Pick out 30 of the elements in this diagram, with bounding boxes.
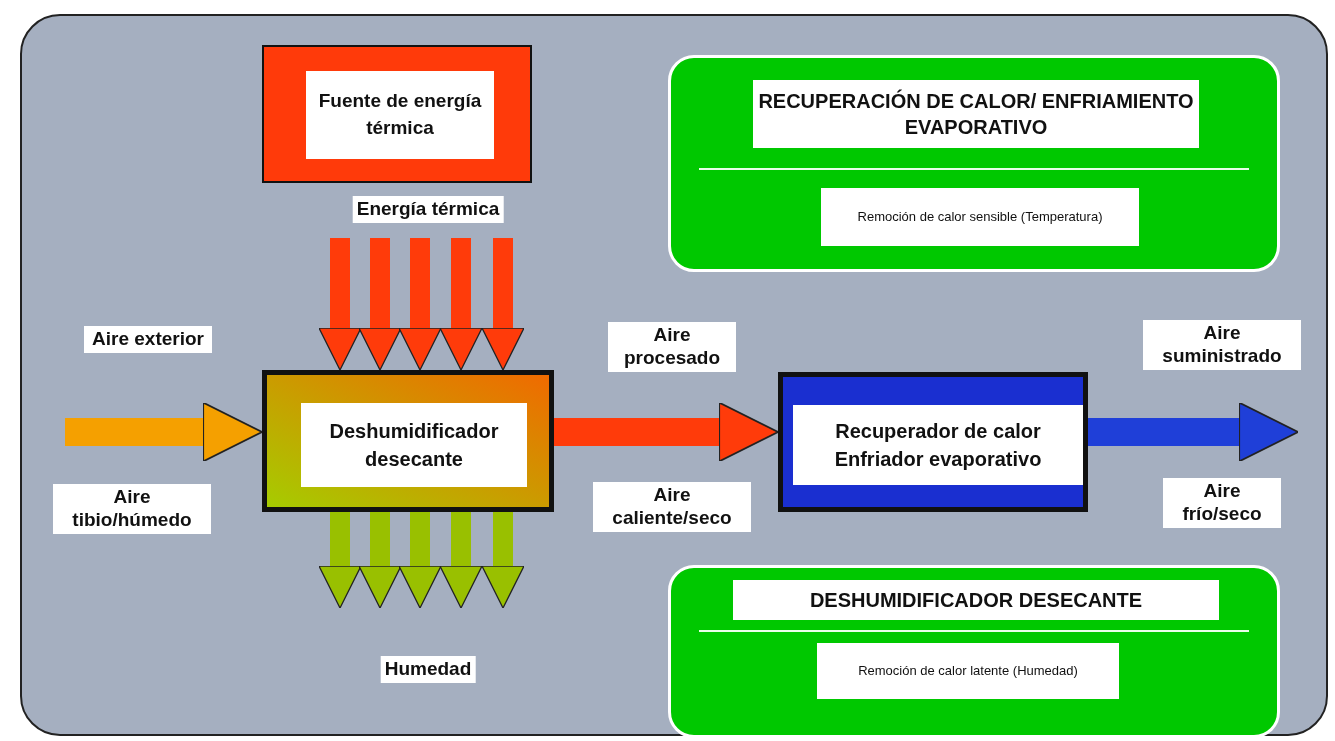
info-panel bbox=[668, 55, 1280, 272]
info-panel bbox=[668, 565, 1280, 738]
block-arrow bbox=[481, 238, 525, 371]
block-arrow bbox=[318, 238, 362, 371]
flow-label: Aire frío/seco bbox=[1163, 478, 1281, 528]
dehumidifier-box bbox=[262, 370, 554, 512]
heat-source-box bbox=[262, 45, 532, 183]
panel-description: Remoción de calor sensible (Temperatura) bbox=[821, 188, 1139, 246]
edge-label: Aire procesado bbox=[608, 322, 736, 372]
edge-label: Aire exterior bbox=[84, 326, 212, 353]
box-label: Recuperador de calor Enfriador evaporativo bbox=[793, 405, 1083, 485]
block-arrow bbox=[398, 238, 442, 371]
block-arrow bbox=[481, 512, 525, 609]
block-arrow bbox=[65, 401, 263, 463]
block-arrow bbox=[554, 401, 779, 463]
block-arrow bbox=[318, 512, 362, 609]
panel-heading: RECUPERACIÓN DE CALOR/ ENFRIAMIENTO EVAPORATIVO bbox=[753, 80, 1199, 148]
flow-label: Aire tibio/húmedo bbox=[53, 484, 211, 534]
flow-label: Aire caliente/seco bbox=[593, 482, 751, 532]
block-arrow bbox=[439, 238, 483, 371]
box-label: Deshumidificador desecante bbox=[301, 403, 527, 487]
edge-label: Aire suministrado bbox=[1143, 320, 1301, 370]
box-label: Fuente de energía térmica bbox=[306, 71, 494, 159]
panel-description: Remoción de calor latente (Humedad) bbox=[817, 643, 1119, 699]
heat-recovery-box bbox=[778, 372, 1088, 512]
flow-label: Energía térmica bbox=[352, 196, 504, 223]
block-arrow bbox=[358, 238, 402, 371]
block-arrow bbox=[1088, 401, 1299, 463]
flow-label: Humedad bbox=[380, 656, 476, 683]
panel-heading: DESHUMIDIFICADOR DESECANTE bbox=[733, 580, 1219, 620]
